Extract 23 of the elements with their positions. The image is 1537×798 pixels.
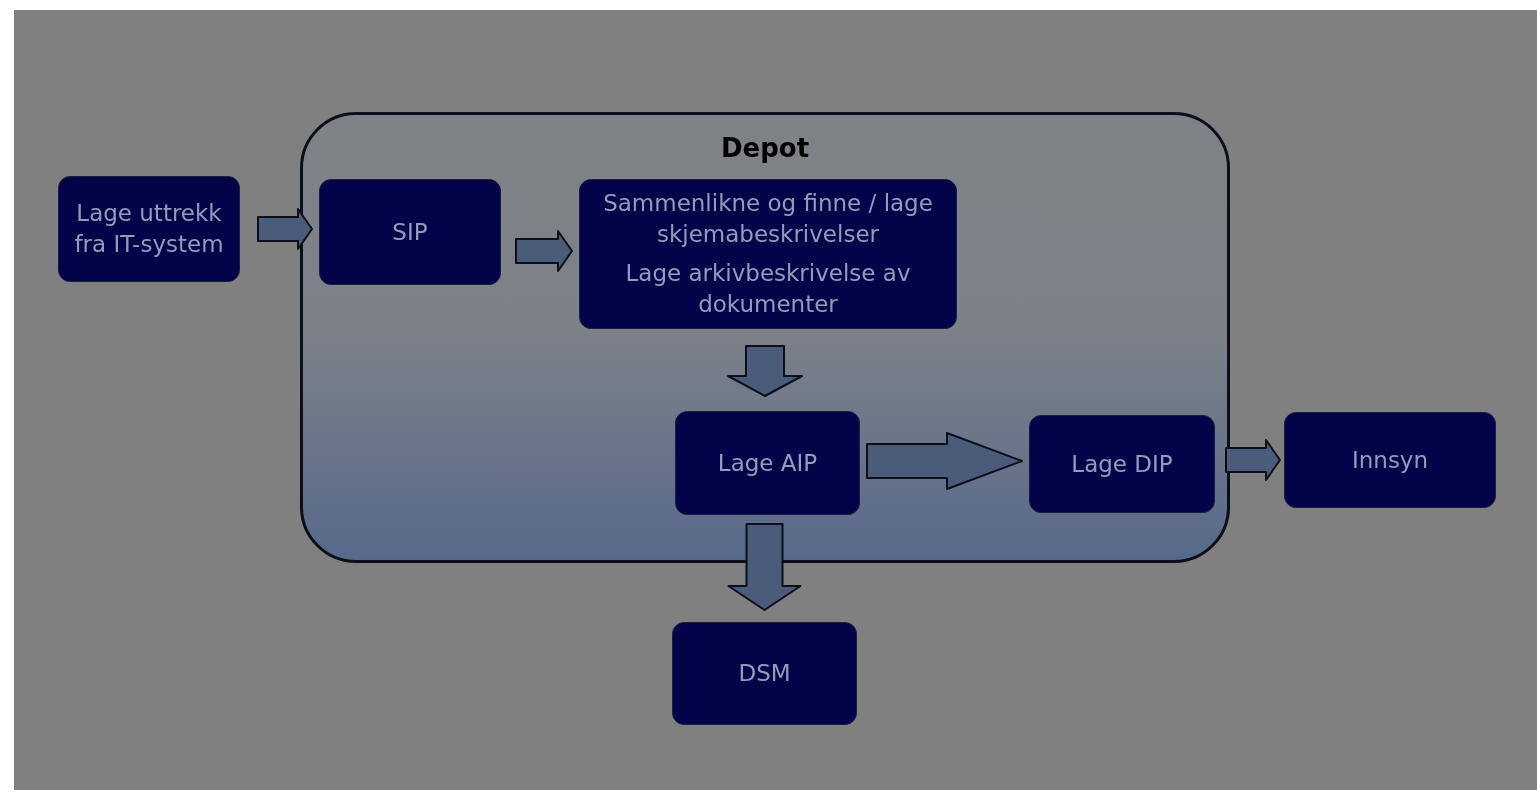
process-box bbox=[579, 179, 957, 329]
group-container bbox=[300, 112, 1230, 563]
block-arrow bbox=[515, 230, 573, 272]
process-box bbox=[1284, 412, 1496, 508]
block-arrow bbox=[1225, 439, 1281, 481]
box-text: Lage AIP bbox=[717, 448, 818, 478]
group-heading: Depot bbox=[719, 132, 811, 165]
box-text: Lage arkivbeskrivelse av dokumenter bbox=[624, 259, 912, 319]
box-text: Lage uttrekk fra IT-system bbox=[73, 199, 225, 259]
process-box bbox=[672, 622, 857, 725]
block-arrow bbox=[866, 432, 1023, 490]
process-box bbox=[1029, 415, 1215, 513]
box-text: Sammenlikne og finne / lage skjemabeskrivelser bbox=[602, 189, 934, 249]
box-text: Innsyn bbox=[1351, 445, 1429, 475]
block-arrow bbox=[727, 345, 803, 397]
block-arrow bbox=[727, 523, 802, 611]
process-box bbox=[319, 179, 501, 285]
box-text: DSM bbox=[738, 659, 791, 688]
block-arrow bbox=[257, 208, 313, 250]
box-text: SIP bbox=[392, 217, 428, 247]
process-box bbox=[58, 176, 240, 282]
box-text: Lage DIP bbox=[1071, 449, 1173, 479]
process-box bbox=[675, 411, 860, 515]
